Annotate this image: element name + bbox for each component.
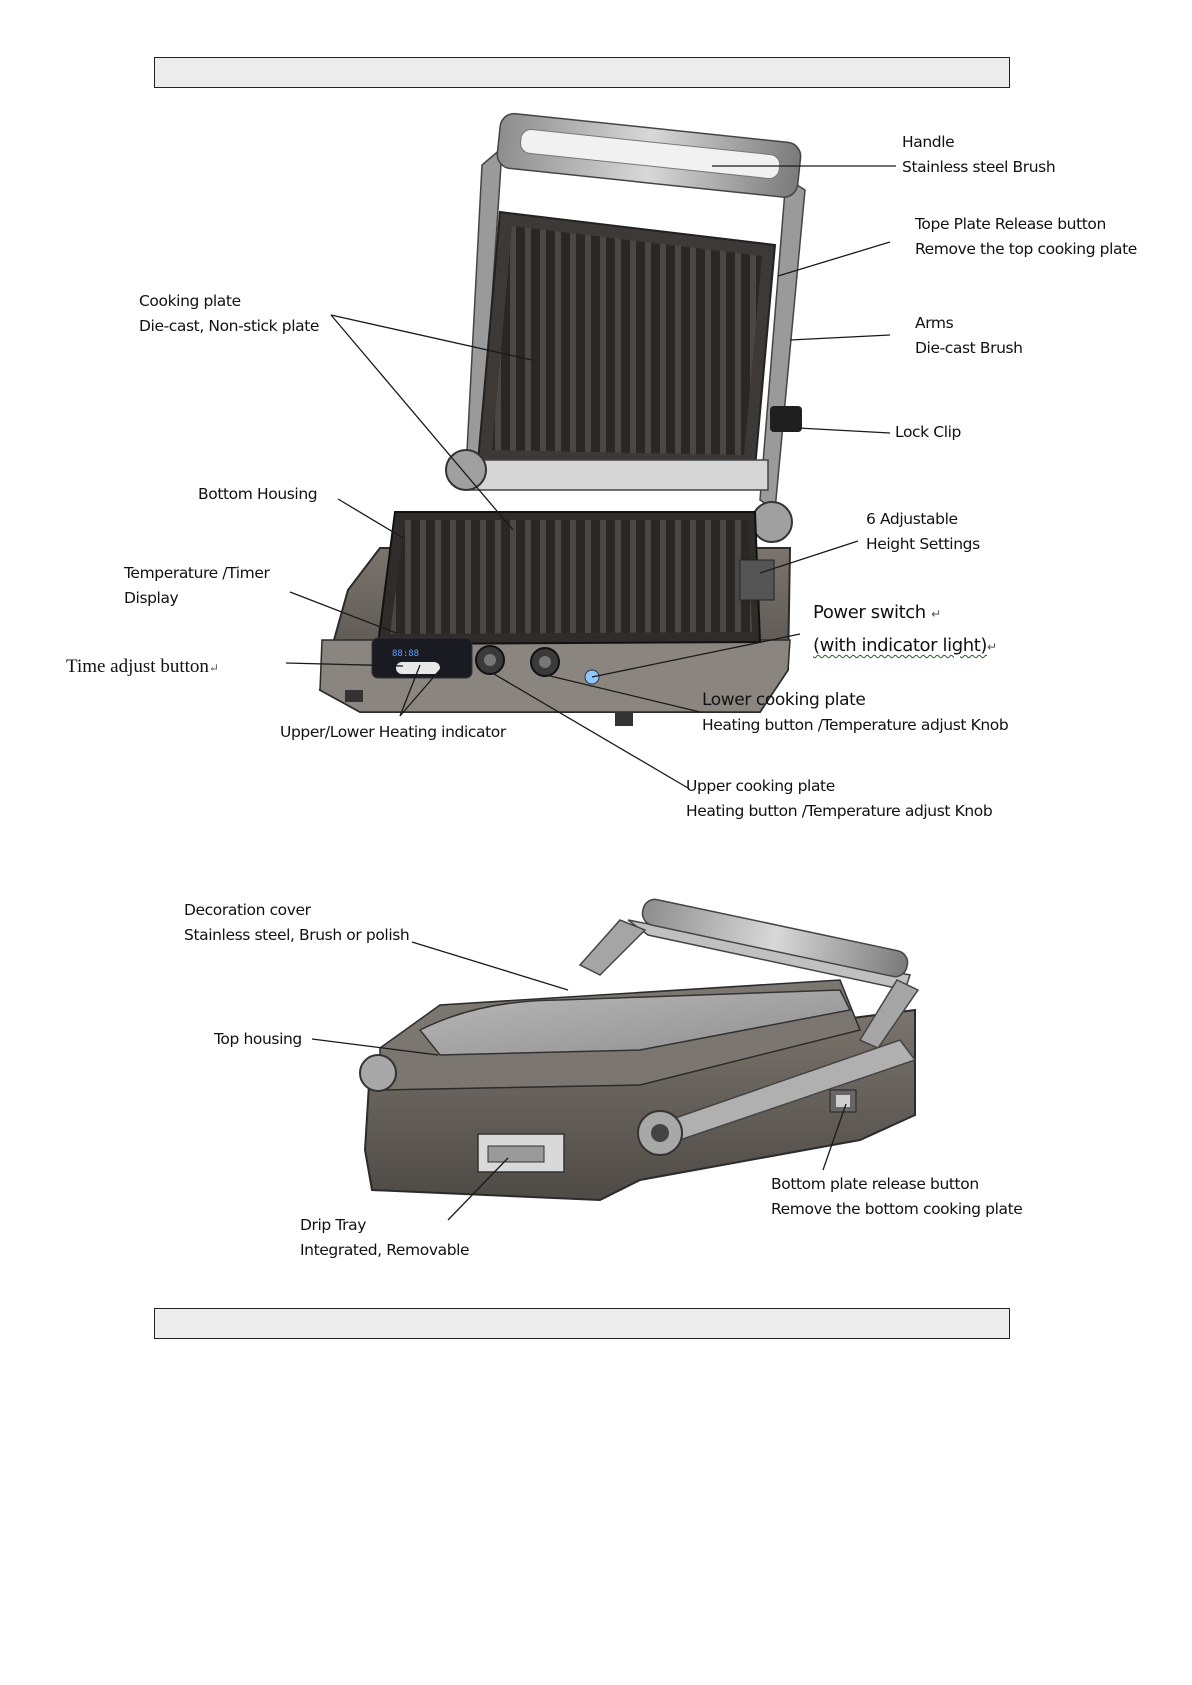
label-height-settings-line1: 6 Adjustable	[866, 510, 958, 528]
label-temp-timer-display-line2: Display	[124, 589, 179, 607]
label-upper-plate-line2: Heating button /Temperature adjust Knob	[686, 802, 993, 820]
label-arms-line2: Die-cast Brush	[915, 339, 1023, 357]
label-height-settings: 6 Adjustable Height Settings	[866, 507, 980, 557]
label-bottom-housing-line1: Bottom Housing	[198, 485, 318, 503]
leader-lines-top	[285, 165, 896, 789]
label-heating-indicator: Upper/Lower Heating indicator	[280, 720, 506, 745]
label-power-switch-line2: (with indicator light)↵	[813, 635, 997, 656]
label-drip-tray: Drip Tray Integrated, Removable	[300, 1213, 470, 1263]
label-temp-timer-display-line1: Temperature /Timer	[124, 564, 270, 582]
label-top-plate-release-line1: Tope Plate Release button	[915, 215, 1106, 233]
label-bottom-housing: Bottom Housing	[198, 482, 318, 507]
label-top-housing-line1: Top housing	[214, 1030, 302, 1048]
label-cooking-plate: Cooking plate Die-cast, Non-stick plate	[139, 289, 319, 339]
label-decoration-cover-line2: Stainless steel, Brush or polish	[184, 926, 410, 944]
label-top-plate-release: Tope Plate Release button Remove the top…	[915, 212, 1137, 262]
open-grill: 88:88	[318, 112, 806, 726]
label-arms-line1: Arms	[915, 314, 954, 332]
label-heating-indicator-line1: Upper/Lower Heating indicator	[280, 723, 506, 741]
label-decoration-cover-line1: Decoration cover	[184, 901, 311, 919]
label-handle-line1: Handle	[902, 133, 955, 151]
label-decoration-cover: Decoration cover Stainless steel, Brush …	[184, 898, 410, 948]
label-height-settings-line2: Height Settings	[866, 535, 980, 553]
leader-lines-bottom	[311, 941, 847, 1221]
label-power-switch: Power switch ↵ (with indicator light)↵	[813, 597, 997, 663]
svg-text:88:88: 88:88	[392, 649, 419, 659]
closed-grill	[359, 898, 920, 1202]
label-lock-clip-line1: Lock Clip	[895, 423, 961, 441]
label-bottom-release: Bottom plate release button Remove the b…	[771, 1172, 1023, 1222]
label-top-plate-release-line2: Remove the top cooking plate	[915, 240, 1137, 258]
label-drip-tray-line1: Drip Tray	[300, 1216, 367, 1234]
header-bar-top	[154, 57, 1010, 88]
label-time-adjust-line1: Time adjust button↵	[66, 656, 219, 677]
label-bottom-release-line1: Bottom plate release button	[771, 1175, 979, 1193]
header-bar-bottom	[154, 1308, 1010, 1339]
label-power-switch-line1: Power switch ↵	[813, 602, 941, 623]
label-bottom-release-line2: Remove the bottom cooking plate	[771, 1200, 1023, 1218]
label-lower-plate-line1: Lower cooking plate	[702, 690, 866, 710]
label-cooking-plate-line1: Cooking plate	[139, 292, 241, 310]
label-lock-clip: Lock Clip	[895, 420, 961, 445]
label-cooking-plate-line2: Die-cast, Non-stick plate	[139, 317, 320, 335]
label-lower-plate: Lower cooking plate Heating button /Temp…	[702, 688, 1009, 738]
label-top-housing: Top housing	[214, 1027, 302, 1052]
label-upper-plate-line1: Upper cooking plate	[686, 777, 835, 795]
label-arms: Arms Die-cast Brush	[915, 311, 1023, 361]
label-handle-line2: Stainless steel Brush	[902, 158, 1056, 176]
label-upper-plate: Upper cooking plate Heating button /Temp…	[686, 774, 993, 824]
label-handle: Handle Stainless steel Brush	[902, 130, 1056, 180]
label-temp-timer-display: Temperature /Timer Display	[124, 561, 270, 611]
label-time-adjust: Time adjust button↵	[66, 654, 219, 681]
label-drip-tray-line2: Integrated, Removable	[300, 1241, 470, 1259]
label-lower-plate-line2: Heating button /Temperature adjust Knob	[702, 716, 1009, 734]
